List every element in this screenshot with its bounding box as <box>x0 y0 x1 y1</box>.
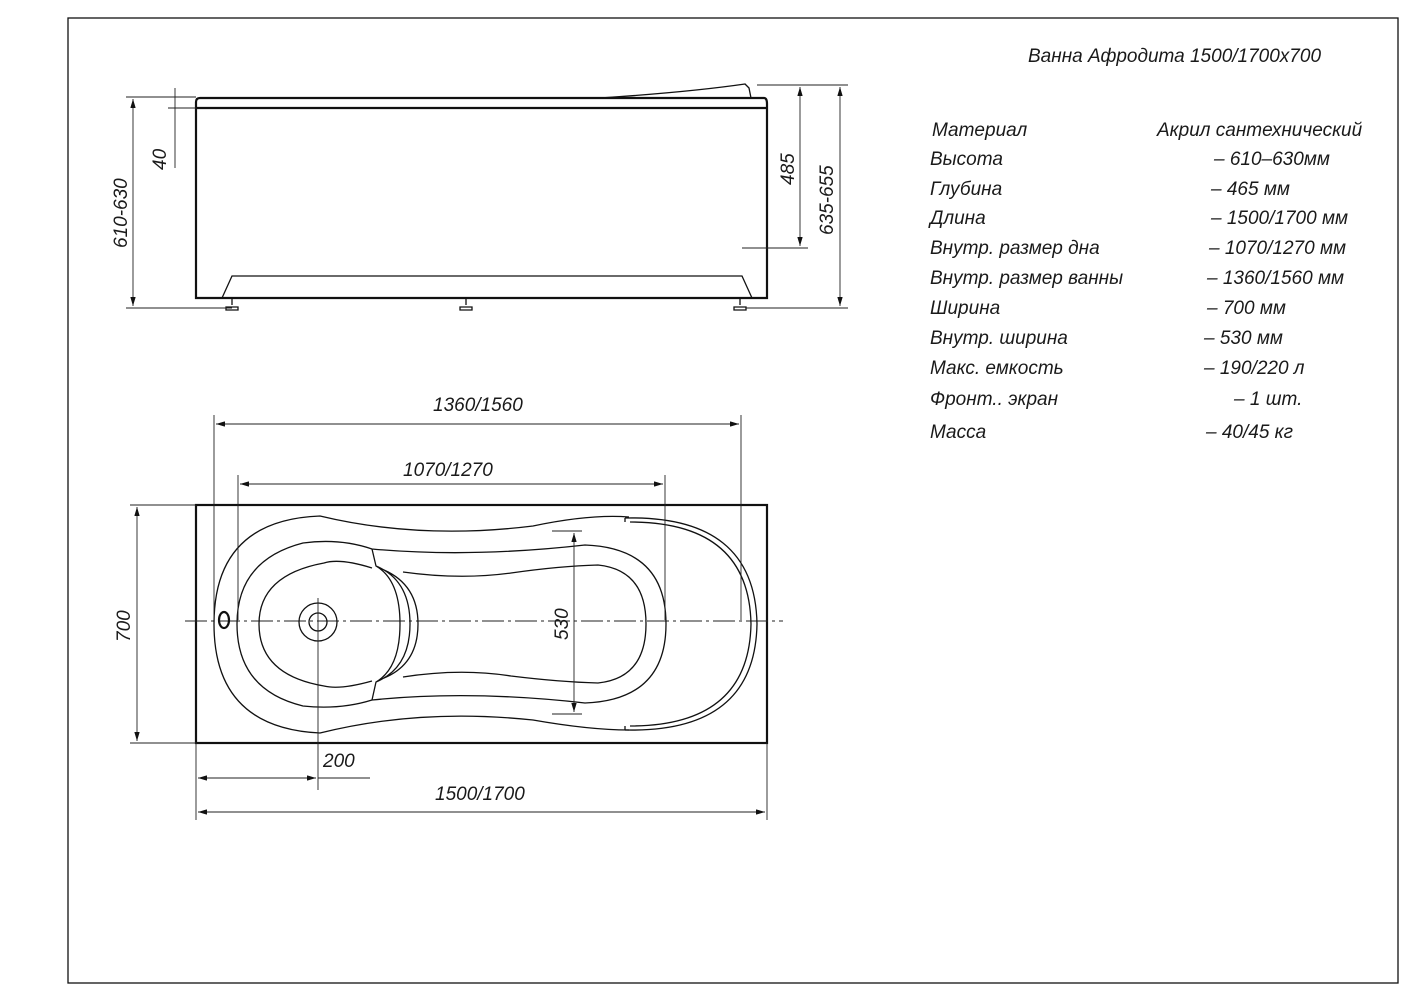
spec-value: Акрил сантехнический <box>1156 120 1363 141</box>
dim-drain-offset-label: 200 <box>322 751 355 772</box>
dim-length-label: 1500/1700 <box>435 784 525 805</box>
spec-value: – 700 мм <box>1206 298 1286 319</box>
spec-value: – 190/220 л <box>1203 358 1305 379</box>
spec-label: Внутр. размер дна <box>930 238 1100 259</box>
dim-inner-width-label: 530 <box>552 608 573 640</box>
spec-value: – 1500/1700 мм <box>1210 208 1348 229</box>
inner-basin <box>402 564 647 684</box>
spec-label: Длина <box>928 208 986 229</box>
dim-depth-label: 485 <box>778 153 799 185</box>
spec-label: Масса <box>930 422 986 443</box>
dim-total-height-label: 635-655 <box>817 165 838 235</box>
spec-label: Материал <box>932 120 1027 141</box>
spec-value: – 610–630мм <box>1213 149 1330 170</box>
dim-bottom-length-label: 1070/1270 <box>403 460 493 481</box>
dim-inner-length-label: 1360/1560 <box>433 395 523 416</box>
dim-width-label: 700 <box>114 610 135 642</box>
spec-value: – 1 шт. <box>1233 389 1302 410</box>
spec-label: Внутр. ширина <box>930 328 1068 349</box>
spec-value: – 40/45 кг <box>1205 422 1293 443</box>
dim-rim-label: 40 <box>150 148 171 170</box>
outer-contour <box>213 515 630 734</box>
right-rim-arc <box>624 517 758 731</box>
spec-label: Ширина <box>930 298 1000 319</box>
side-headrest <box>599 83 752 99</box>
spec-label: Высота <box>930 149 1003 170</box>
spec-value: – 465 мм <box>1210 179 1290 200</box>
spec-label: Макс. емкость <box>930 358 1064 379</box>
inner-contour <box>258 560 373 688</box>
spec-value: – 1070/1270 мм <box>1208 238 1346 259</box>
drain-icon <box>298 598 338 790</box>
spec-value: – 1360/1560 мм <box>1206 268 1344 289</box>
spec-table: Материал Акрил сантехнический Высота – 6… <box>928 120 1363 443</box>
spec-label: Фронт.. экран <box>930 389 1059 410</box>
spec-value: – 530 мм <box>1203 328 1283 349</box>
drawing-frame <box>67 17 1399 984</box>
spec-label: Внутр. размер ванны <box>930 268 1123 289</box>
spec-label: Глубина <box>930 179 1002 200</box>
side-body <box>194 96 769 300</box>
seat-backrest <box>371 548 419 701</box>
top-view: 1360/1560 1070/1270 700 530 200 1500/170… <box>114 395 783 820</box>
dim-height-label: 610-630 <box>111 178 132 248</box>
side-plinth <box>221 275 753 299</box>
overflow-icon <box>217 610 231 630</box>
middle-contour <box>236 540 667 708</box>
top-outline <box>194 503 769 745</box>
side-legs <box>225 298 747 311</box>
drawing-title: Ванна Афродита 1500/1700x700 <box>1028 46 1321 67</box>
side-view: 610-630 40 485 635-655 <box>111 83 848 311</box>
